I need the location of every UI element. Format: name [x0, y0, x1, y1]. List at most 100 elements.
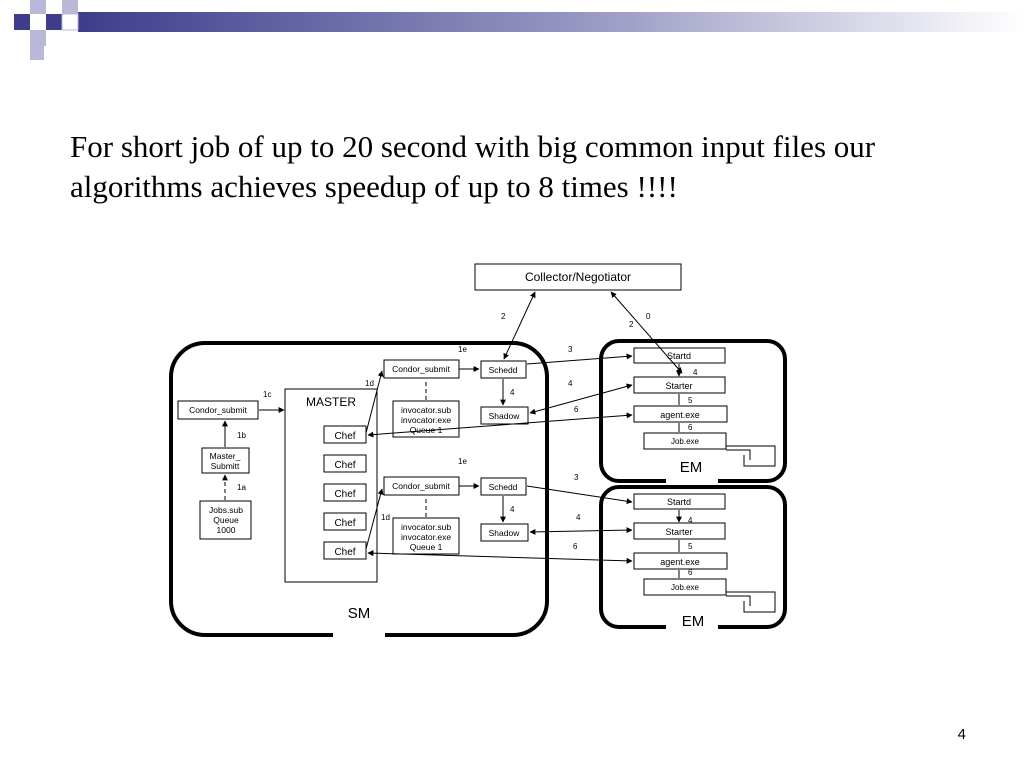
logo-square [14, 30, 30, 46]
label-4-startd-top: 4 [693, 368, 698, 377]
invocator-bottom-label: Queue 1 [410, 542, 443, 552]
chef-box: Chef [323, 425, 367, 444]
sm-label: SM [348, 605, 371, 622]
logo-square [30, 30, 46, 46]
starter-bottom-label: Starter [665, 527, 692, 537]
startd-top-box: Startd [633, 347, 726, 364]
master-submitt-label: Master_ [210, 451, 241, 461]
corner-logo [14, 0, 1024, 60]
label-1e-bottom: 1e [458, 457, 467, 466]
logo-square [61, 13, 79, 31]
job-bracket-top-inner [726, 449, 751, 460]
agent-top-label: agent.exe [660, 410, 700, 420]
master-submitt-box: Master_ Submitt [201, 447, 250, 474]
arrow-6-top [367, 412, 633, 438]
jobs-sub-label: Queue [213, 515, 239, 525]
chef-label: Chef [334, 518, 355, 529]
page-number: 4 [957, 726, 966, 743]
chef-box: Chef [323, 483, 367, 502]
label-2-left: 2 [501, 312, 506, 321]
label-4-startd-bottom: 4 [688, 516, 693, 525]
title-line-1: For short job of up to 20 second with bi… [70, 129, 876, 164]
arrow-3-top [526, 353, 633, 365]
shadow-top-label: Shadow [489, 411, 521, 421]
chef-box: Chef [323, 454, 367, 473]
jobs-sub-box: Jobs.sub Queue 1000 [199, 500, 252, 540]
collector-negotiator-box: Collector/Negotiator [474, 263, 682, 291]
chef-box: Chef [323, 512, 367, 531]
label-6-agent-bottom: 6 [688, 568, 693, 577]
label-1b: 1b [237, 431, 246, 440]
agent-top-box: agent.exe [633, 405, 728, 423]
schedd-bottom-label: Schedd [489, 482, 518, 492]
job-exe-top-box: Job.exe [643, 432, 727, 450]
condor-submit-left-box: Condor_submit [177, 400, 259, 420]
schedd-top-box: Schedd [480, 360, 527, 379]
jobs-sub-label: 1000 [217, 525, 236, 535]
job-bracket-bottom-inner [726, 595, 751, 606]
job-bracket-top [726, 445, 776, 467]
arrow-4-top [529, 383, 633, 415]
condor-submit-left-label: Condor_submit [189, 405, 247, 415]
logo-square [14, 14, 30, 30]
label-6-top: 6 [574, 405, 579, 414]
label-3-top: 3 [568, 345, 573, 354]
job-bracket-bottom [726, 591, 776, 613]
arrow-2-collector-schedd [503, 291, 536, 360]
job-exe-bottom-label: Job.exe [671, 583, 700, 592]
invocator-bottom-label: invocator.exe [401, 532, 451, 542]
job-exe-bottom-box: Job.exe [643, 578, 727, 596]
starter-top-label: Starter [665, 381, 692, 391]
slide-title: For short job of up to 20 second with bi… [70, 127, 990, 207]
label-1e-top: 1e [458, 345, 467, 354]
label-1d-bottom: 1d [381, 513, 390, 522]
step-labels: 1a 1b 1c 1d 1d 1e 1e 2 0 2 3 4 4 6 4 5 6… [237, 312, 698, 577]
agent-bottom-box: agent.exe [633, 552, 728, 570]
master-submitt-label: Submitt [211, 461, 240, 471]
label-6-bottom: 6 [573, 542, 578, 551]
label-1d-top: 1d [365, 379, 374, 388]
startd-bottom-box: Startd [633, 493, 726, 510]
title-line-2: algorithms achieves speedup of up to 8 t… [70, 169, 678, 204]
arrow-6-bottom [367, 550, 633, 564]
invocator-top-label: invocator.exe [401, 415, 451, 425]
startd-bottom-label: Startd [667, 497, 691, 507]
shadow-bottom-box: Shadow [480, 523, 529, 542]
logo-square [30, 46, 44, 60]
arrow-4-bottom [529, 527, 633, 535]
agent-bottom-label: agent.exe [660, 557, 700, 567]
master-label: MASTER [306, 395, 356, 409]
condor-submit-bottom-box: Condor_submit [383, 476, 460, 496]
chef-label: Chef [334, 460, 355, 471]
arrow-0-collector-startd [610, 291, 683, 374]
chef-box: Chef [323, 541, 367, 560]
arrow-1d-bottom [365, 488, 384, 550]
condor-submit-top-box: Condor_submit [383, 359, 460, 379]
connector-lines [222, 291, 683, 578]
chef-label: Chef [334, 547, 355, 558]
job-exe-top-label: Job.exe [671, 437, 700, 446]
invocator-bottom-label: invocator.sub [401, 522, 451, 532]
arrow-3-bottom [526, 485, 633, 505]
em-top-label: EM [680, 459, 703, 476]
label-5-top: 5 [688, 396, 693, 405]
label-1a: 1a [237, 483, 246, 492]
invocator-bottom-box: invocator.sub invocator.exe Queue 1 [392, 517, 460, 555]
label-4-schedd-top: 4 [510, 388, 515, 397]
logo-square [30, 0, 46, 14]
label-4-starter-bottom: 4 [576, 513, 581, 522]
schedd-bottom-box: Schedd [480, 477, 527, 496]
starter-bottom-box: Starter [633, 522, 726, 540]
label-1c: 1c [263, 390, 271, 399]
label-4-starter-top: 4 [568, 379, 573, 388]
label-4-schedd-bottom: 4 [510, 505, 515, 514]
label-5-bottom: 5 [688, 542, 693, 551]
chef-label: Chef [334, 489, 355, 500]
label-6-agent-top: 6 [688, 423, 693, 432]
condor-submit-bottom-label: Condor_submit [392, 481, 450, 491]
starter-top-box: Starter [633, 376, 726, 394]
invocator-top-box: invocator.sub invocator.exe Queue 1 [392, 400, 460, 438]
chef-label: Chef [334, 431, 355, 442]
shadow-top-box: Shadow [480, 406, 529, 425]
